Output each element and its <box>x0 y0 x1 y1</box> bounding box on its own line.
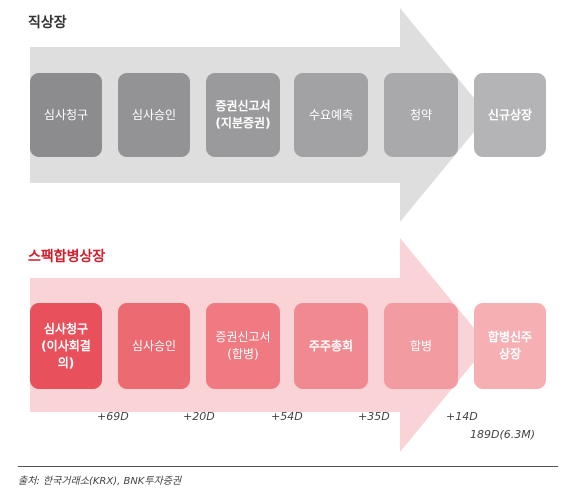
spac-merger-listing-title: 스팩합병상장 <box>28 249 106 265</box>
source-divider <box>18 466 558 467</box>
duration-label-4: +35D <box>358 410 390 423</box>
spac-step-2: 심사승인 <box>118 303 190 389</box>
spac-total-duration: 189D(6.3M) <box>470 428 536 441</box>
spac-step-6: 합병신주 상장 <box>474 303 546 389</box>
direct-listing-title: 직상장 <box>28 15 67 31</box>
source-note: 출처: 한국거래소(KRX), BNK투자증권 <box>18 476 182 487</box>
direct-step-5: 청약 <box>384 73 458 157</box>
direct-step-2: 심사승인 <box>118 73 190 157</box>
duration-label-1: +69D <box>97 410 129 423</box>
direct-step-3: 증권신고서 (지분증권) <box>206 73 280 157</box>
duration-label-3: +54D <box>271 410 303 423</box>
direct-step-4: 수요예측 <box>294 73 368 157</box>
duration-label-2: +20D <box>183 410 215 423</box>
spac-step-1: 심사청구 (이사회결의) <box>30 303 102 389</box>
spac-step-3: 증권신고서 (합병) <box>206 303 280 389</box>
spac-step-4: 주주총회 <box>294 303 368 389</box>
direct-step-1: 심사청구 <box>30 73 102 157</box>
direct-step-6: 신규상장 <box>474 73 546 157</box>
duration-label-5: +14D <box>446 410 478 423</box>
spac-step-5: 합병 <box>384 303 458 389</box>
